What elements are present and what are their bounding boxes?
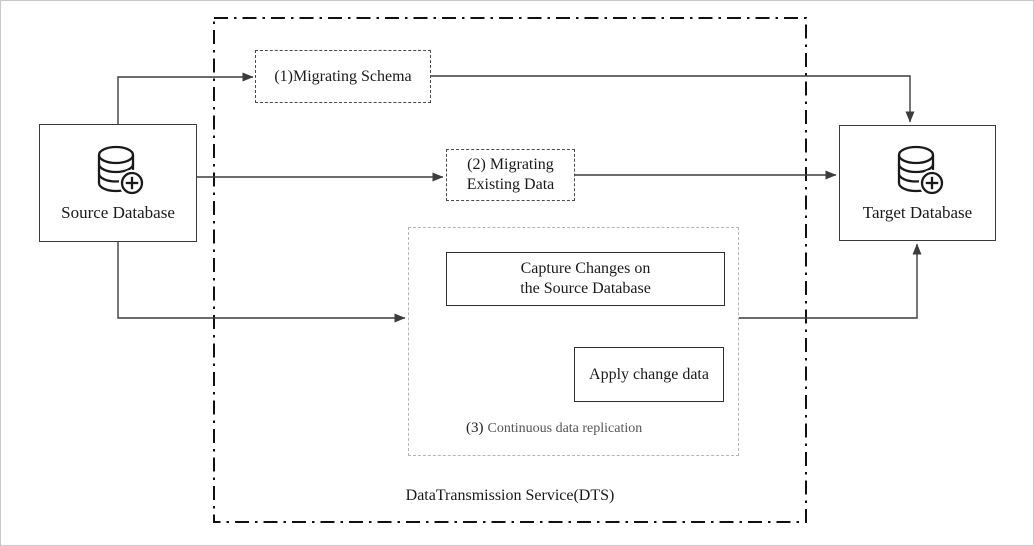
plus-icon (120, 172, 144, 195)
database-icon (890, 143, 946, 197)
step2-label: (2) Migrating Existing Data (467, 155, 555, 194)
step2-migrating-existing-data-box: (2) Migrating Existing Data (446, 149, 575, 201)
arrow-schema-to-target (431, 75, 915, 123)
capture-changes-line1: Capture Changes on (520, 260, 651, 277)
apply-change-data-label: Apply change data (589, 365, 709, 383)
step3-caption: (3)Continuous data replication (466, 419, 642, 437)
step1-migrating-schema-box: (1)Migrating Schema (255, 50, 431, 103)
source-database-label: Source Database (61, 203, 175, 223)
dts-label: DataTransmission Service(DTS) (405, 487, 615, 504)
target-database-box: Target Database (839, 125, 996, 241)
step3-replication-container: Capture Changes on the Source Database A… (408, 227, 739, 456)
database-icon (90, 143, 146, 197)
step3-caption-number: (3) (466, 420, 484, 436)
plus-icon (920, 172, 943, 195)
capture-changes-box: Capture Changes on the Source Database (446, 252, 725, 306)
step1-label: (1)Migrating Schema (274, 67, 412, 85)
step2-label-line1: (2) Migrating (467, 156, 554, 174)
capture-changes-line2: the Source Database (520, 280, 651, 297)
dts-container-border (213, 17, 807, 523)
arrow-replication-to-target (739, 243, 922, 319)
source-database-box: Source Database (39, 124, 197, 242)
arrow-source-to-schema (117, 72, 254, 124)
target-database-label: Target Database (862, 203, 973, 223)
apply-change-data-box: Apply change data (574, 347, 724, 402)
arrow-source-to-replication (117, 242, 406, 323)
step2-label-line2: Existing Data (466, 176, 555, 193)
step3-caption-text: Continuous data replication (487, 421, 643, 436)
